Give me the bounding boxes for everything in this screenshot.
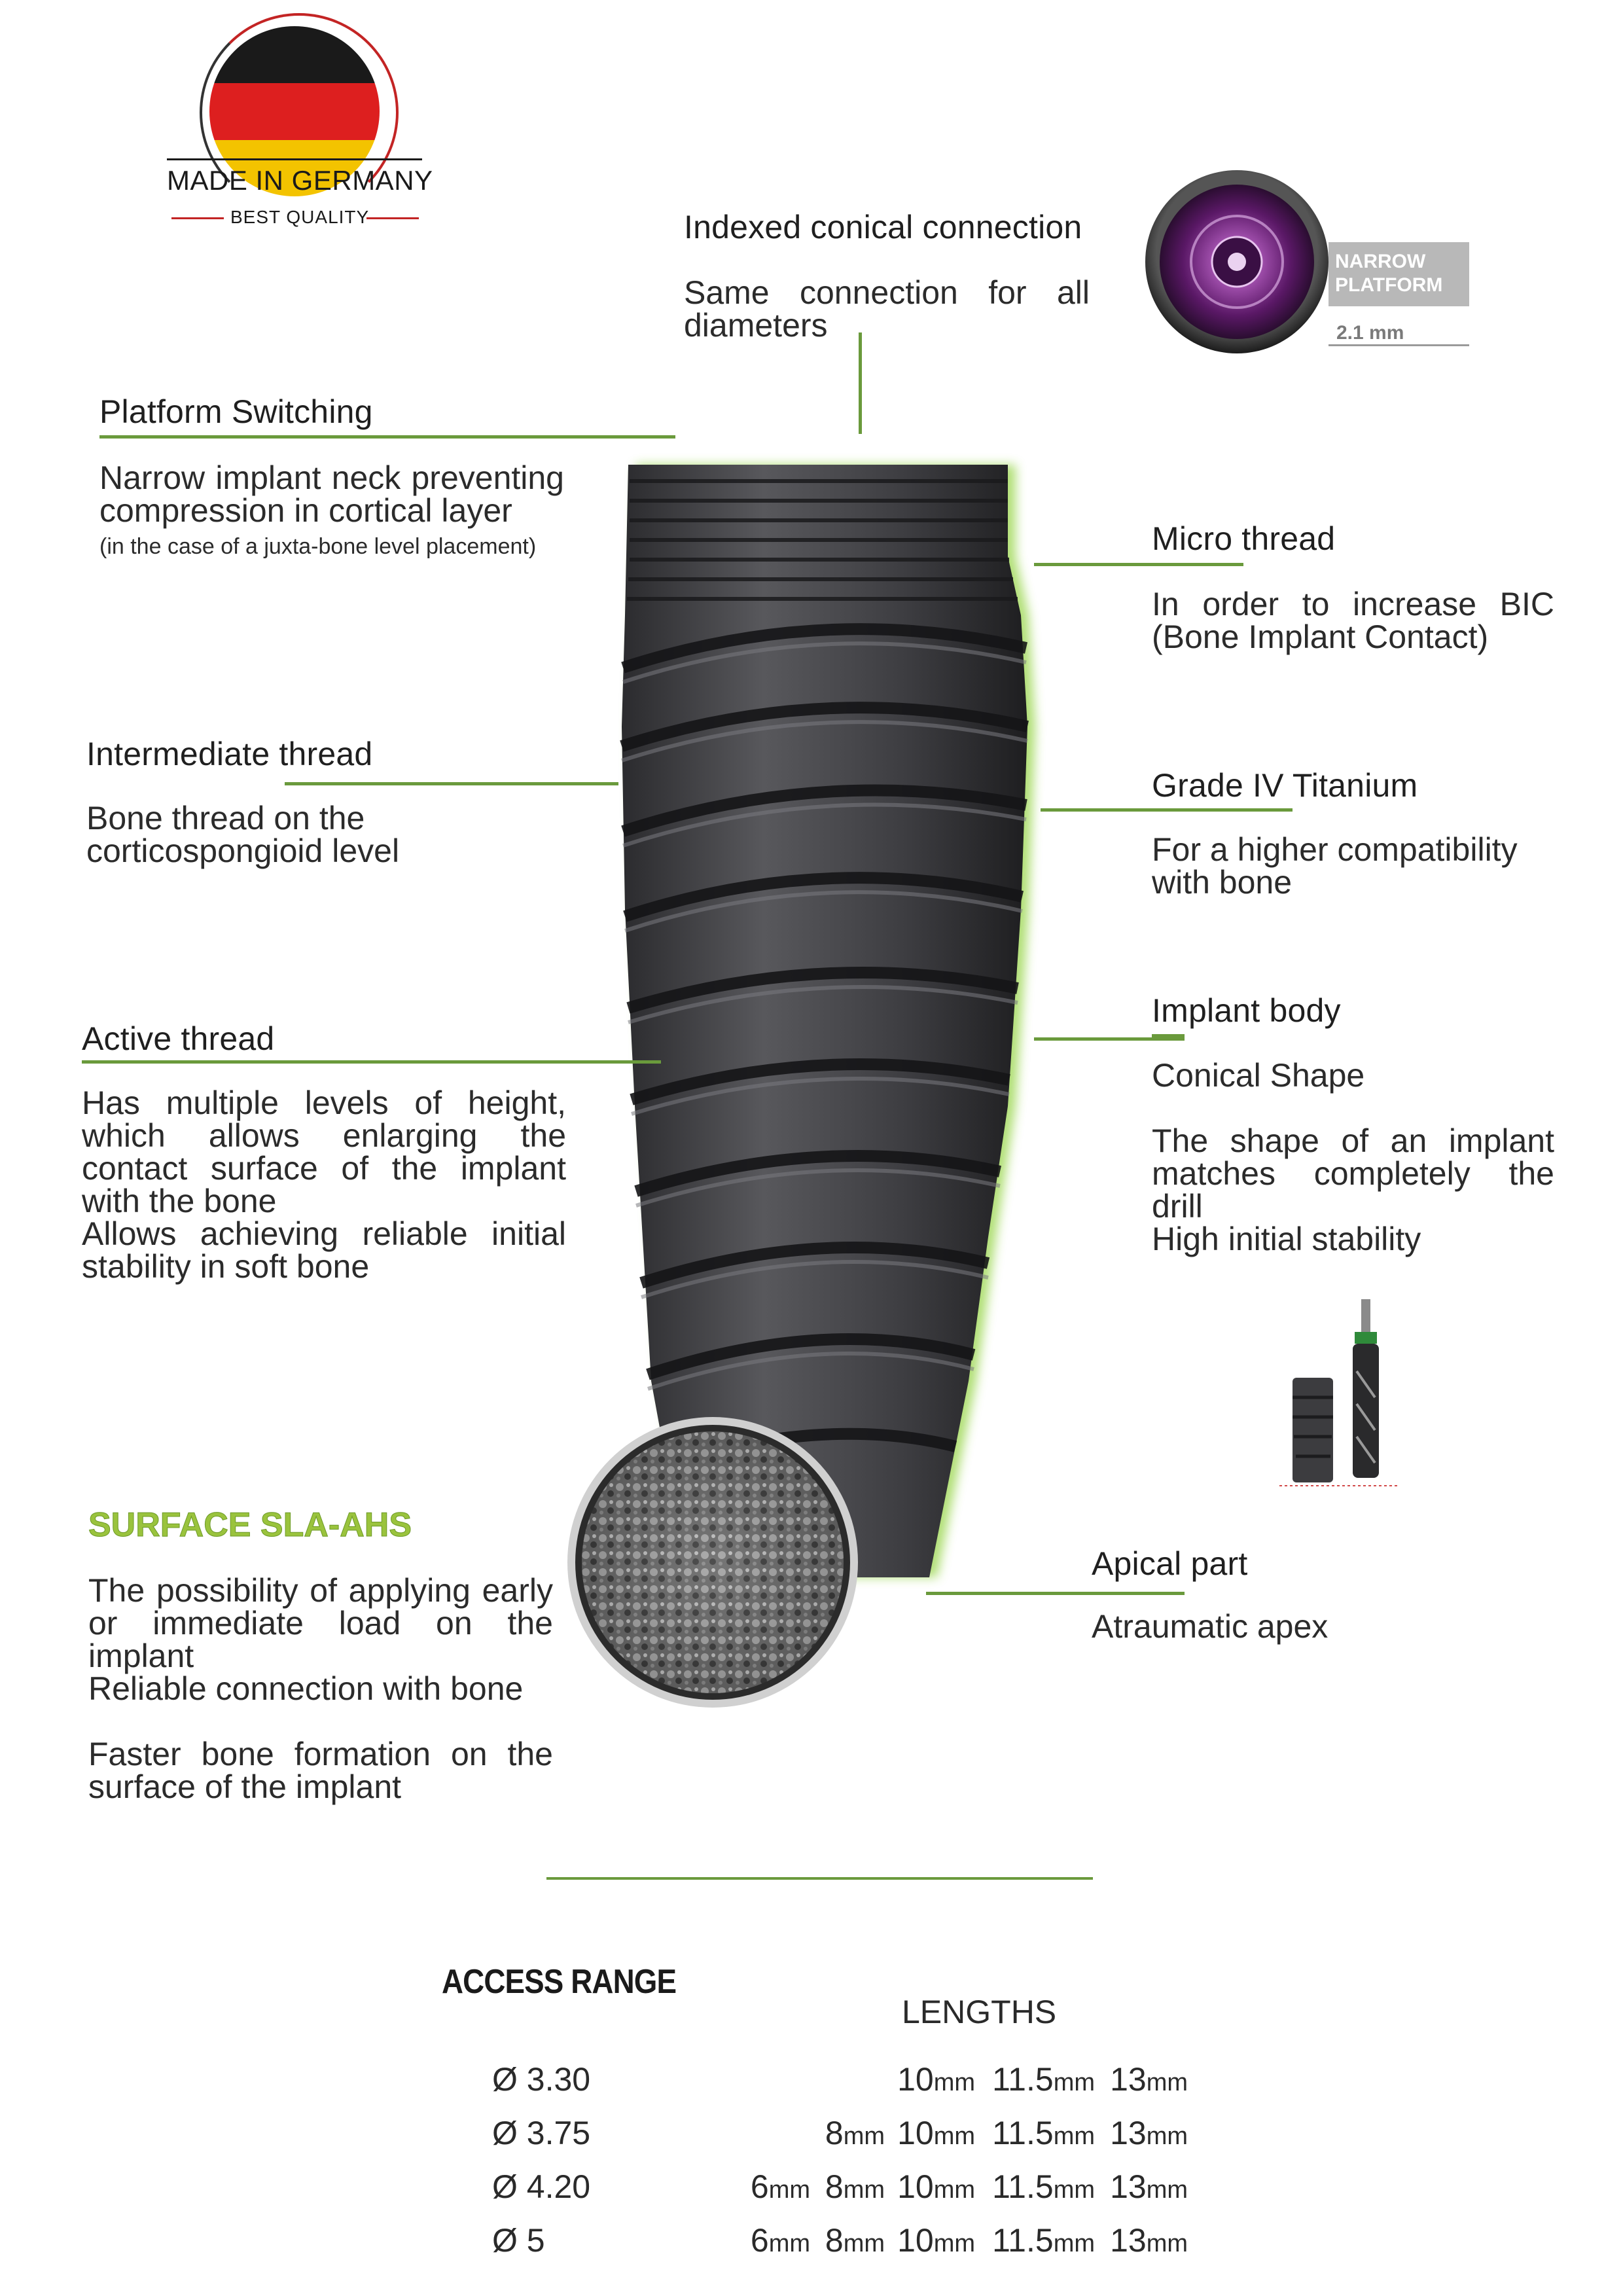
apical-title: Apical part — [1092, 1545, 1248, 1582]
implant-drill-icon — [1279, 1299, 1397, 1486]
platform-size-line — [1329, 344, 1469, 346]
leader-line-body-2 — [1152, 1034, 1185, 1037]
implant-body-text2: The shape of an implant matches complete… — [1152, 1122, 1554, 1225]
lengths-header: LENGTHS — [902, 1994, 1057, 2030]
platform-size: 2.1 mm — [1336, 322, 1404, 344]
leader-line-connection — [859, 332, 862, 434]
range-length: 8mm — [825, 2115, 885, 2151]
section-divider — [546, 1877, 1093, 1880]
range-length: 11.5mm — [992, 2061, 1095, 2098]
range-length: 13mm — [1110, 2222, 1188, 2259]
platform-switching-title: Platform Switching — [99, 393, 373, 430]
range-length: 10mm — [897, 2115, 975, 2151]
access-range-title: ACCESS RANGE — [442, 1963, 677, 2001]
implant-body-title: Implant body — [1152, 992, 1341, 1029]
range-length: 11.5mm — [992, 2222, 1095, 2259]
active-thread-title: Active thread — [82, 1020, 275, 1057]
leader-line-intermediate — [285, 782, 618, 785]
implant-body-text1: Conical Shape — [1152, 1057, 1365, 1094]
surface-text1: The possibility of applying early or imm… — [88, 1572, 553, 1674]
range-diameter: Ø 3.75 — [492, 2115, 591, 2151]
intermediate-thread-title: Intermediate thread — [86, 736, 373, 772]
active-thread-text1: Has multiple levels of height, which all… — [82, 1085, 566, 1219]
badge-quality: BEST QUALITY — [230, 207, 370, 227]
leader-line-apical — [926, 1592, 1185, 1595]
implant-body-text3: High initial stability — [1152, 1221, 1421, 1257]
platform-top-icon — [1145, 170, 1329, 353]
range-length: 13mm — [1110, 2061, 1188, 2098]
badge-line-left — [171, 217, 224, 219]
range-length: 13mm — [1110, 2168, 1188, 2205]
indexed-conical-title: Indexed conical connection — [684, 209, 1082, 245]
range-length: 13mm — [1110, 2115, 1188, 2151]
intermediate-thread-text: Bone thread on the corticospongioid leve… — [86, 800, 400, 869]
platform-switching-text: Narrow implant neck preventing compressi… — [99, 459, 564, 529]
surface-text2: Reliable connection with bone — [88, 1670, 524, 1707]
micro-thread-title: Micro thread — [1152, 520, 1336, 557]
badge-ring — [200, 13, 399, 212]
range-length: 11.5mm — [992, 2115, 1095, 2151]
active-thread-text2: Allows achieving reliable initial stabil… — [82, 1215, 566, 1285]
range-length: 10mm — [897, 2222, 975, 2259]
leader-line-titanium — [1041, 808, 1293, 812]
grade-titanium-text: For a higher compatibility with bone — [1152, 831, 1518, 901]
leader-line-platform — [99, 435, 675, 439]
micro-thread-text: In order to increase BIC (Bone Implant C… — [1152, 586, 1554, 655]
range-diameter: Ø 4.20 — [492, 2168, 591, 2205]
range-length: 8mm — [825, 2168, 885, 2205]
range-length: 8mm — [825, 2222, 885, 2259]
range-length: 6mm — [750, 2222, 810, 2259]
range-length: 10mm — [897, 2168, 975, 2205]
range-length: 6mm — [750, 2168, 810, 2205]
range-length: 11.5mm — [992, 2168, 1095, 2205]
surface-title: SURFACE SLA-AHS — [88, 1506, 412, 1545]
platform-switching-note: (in the case of a juxta-bone level place… — [99, 534, 537, 559]
grade-titanium-title: Grade IV Titanium — [1152, 767, 1418, 804]
indexed-conical-text: Same connection for all diameters — [684, 274, 1090, 344]
badge-line-right — [366, 217, 419, 219]
range-length: 10mm — [897, 2061, 975, 2098]
implant-illustration — [620, 465, 1035, 1577]
badge-divider — [167, 158, 422, 160]
leader-line-active — [82, 1060, 661, 1064]
range-diameter: Ø 3.30 — [492, 2061, 591, 2098]
range-diameter: Ø 5 — [492, 2222, 545, 2259]
leader-line-body — [1034, 1037, 1185, 1041]
leader-line-micro — [1034, 563, 1243, 566]
surface-text3: Faster bone formation on the surface of … — [88, 1736, 553, 1805]
surface-magnifier-icon — [567, 1417, 858, 1708]
badge-made-in: MADE IN GERMANY — [167, 165, 433, 196]
apical-text: Atraumatic apex — [1092, 1608, 1329, 1645]
narrow-platform-label: NARROW PLATFORM — [1329, 242, 1469, 306]
